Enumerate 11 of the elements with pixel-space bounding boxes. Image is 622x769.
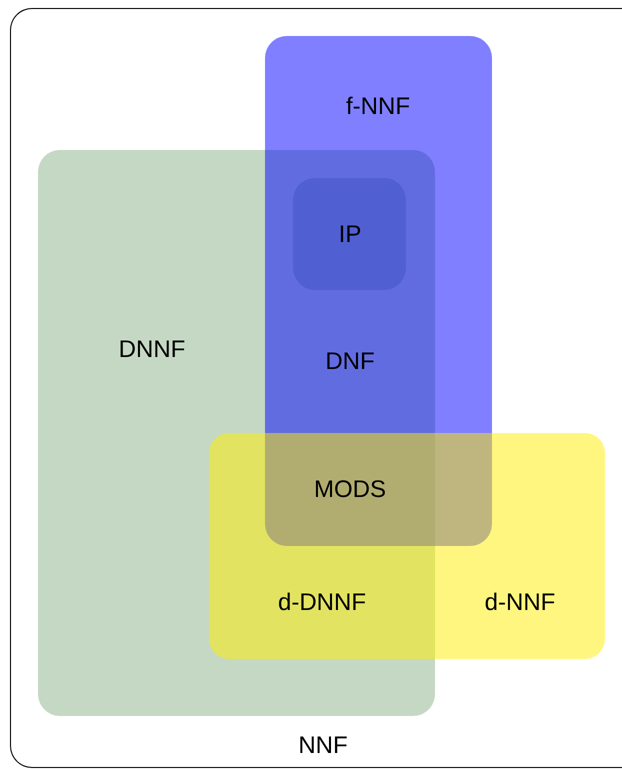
region-box	[38, 150, 435, 716]
set-label: f-NNF	[346, 93, 410, 121]
region-label: DNF	[325, 348, 375, 376]
region-box	[209, 433, 605, 659]
region-label: MODS	[314, 476, 386, 504]
region-label: d-DNNF	[278, 589, 366, 617]
set-label: NNF	[298, 732, 348, 760]
set-label: IP	[338, 221, 362, 249]
set-label: DNNF	[118, 336, 186, 364]
outer-box	[10, 8, 622, 768]
set-label: d-NNF	[484, 589, 556, 617]
